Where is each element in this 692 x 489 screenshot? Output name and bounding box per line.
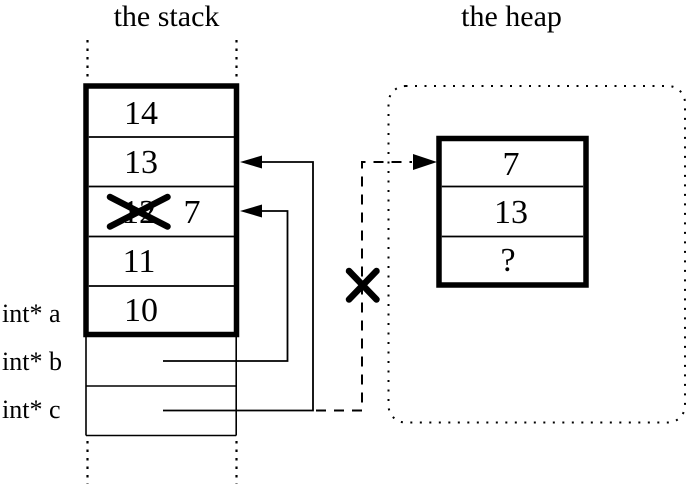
- heap-cell-value-0: 7: [503, 146, 520, 183]
- crossout-x-icon: [106, 193, 171, 230]
- stack-cell-value-1: 13: [124, 144, 158, 181]
- stack-cell-value-0: 14: [124, 95, 158, 132]
- heap-cell-dividers: [441, 185, 584, 238]
- stack-cell-value-3: 11: [123, 243, 156, 280]
- freed-pointer-x-icon: [345, 267, 380, 303]
- heap-cell-value-2: ?: [500, 242, 515, 279]
- freed-heap-pointer-arrowhead: [413, 154, 437, 170]
- heap-block-box: [436, 135, 589, 288]
- pointer-b-arrowhead: [240, 204, 262, 218]
- stack-frame-box: [83, 83, 240, 338]
- stack-title: the stack: [114, 0, 220, 33]
- stack-cell-dividers: [88, 136, 234, 287]
- stack-cell-value-4: 10: [124, 292, 158, 329]
- pointer-label-a: int* a: [2, 299, 61, 328]
- heap-title: the heap: [461, 0, 562, 33]
- pointer-c-arrowhead: [240, 155, 262, 169]
- pointer-vars-box: [85, 337, 237, 437]
- stack-overwritten-value: 7: [184, 194, 201, 231]
- pointer-c-line: [163, 161, 314, 412]
- heap-cell-value-1: 13: [494, 194, 528, 231]
- pointer-b-line: [163, 210, 289, 362]
- pointer-label-c: int* c: [2, 395, 61, 424]
- pointer-label-b: int* b: [2, 347, 62, 376]
